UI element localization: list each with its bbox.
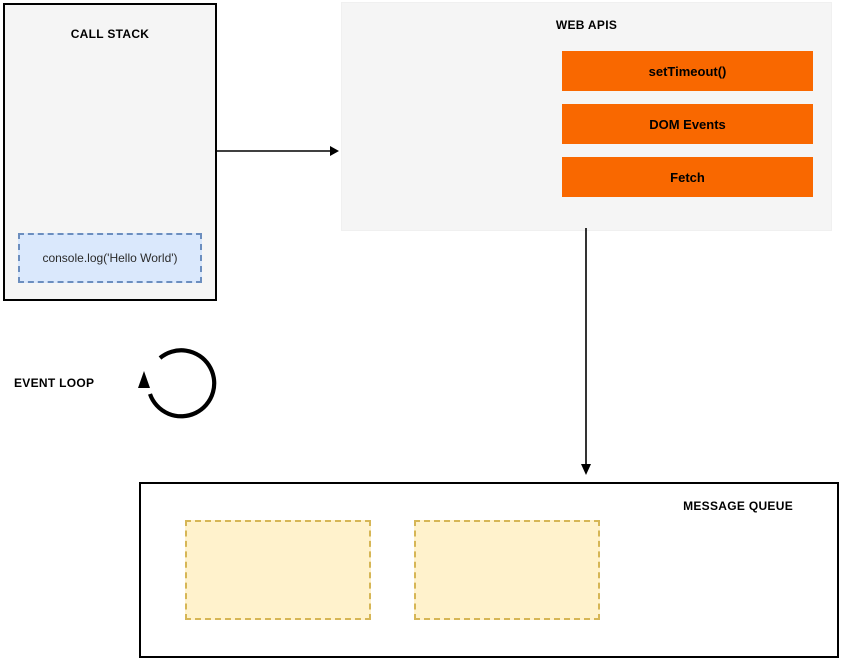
web-api-item-label: DOM Events (649, 116, 726, 132)
message-queue-panel[interactable]: MESSAGE QUEUE (139, 482, 839, 658)
web-api-item-dom-events[interactable]: DOM Events (562, 104, 813, 144)
web-api-item-fetch[interactable]: Fetch (562, 157, 813, 197)
call-stack-title: CALL STACK (70, 27, 150, 41)
circular-arrow-icon (138, 348, 217, 419)
message-queue-title: MESSAGE QUEUE (683, 499, 793, 513)
arrow-web-apis-to-message-queue (581, 228, 591, 475)
call-stack-frame-label: console.log('Hello World') (42, 251, 178, 265)
arrow-call-stack-to-web-apis (215, 146, 339, 156)
message-queue-item[interactable] (414, 520, 600, 620)
web-apis-list: setTimeout() DOM Events Fetch (562, 51, 813, 197)
message-queue-item[interactable] (185, 520, 371, 620)
web-api-item-label: Fetch (670, 169, 705, 185)
web-api-item-label: setTimeout() (648, 63, 727, 79)
call-stack-frame[interactable]: console.log('Hello World') (18, 233, 202, 283)
web-apis-panel[interactable]: WEB APIS setTimeout() DOM Events Fetch (341, 2, 832, 231)
event-loop-label: EVENT LOOP (14, 376, 95, 390)
web-apis-title: WEB APIS (555, 18, 618, 32)
call-stack-panel[interactable]: CALL STACK console.log('Hello World') (3, 3, 217, 301)
web-api-item-set-timeout[interactable]: setTimeout() (562, 51, 813, 91)
